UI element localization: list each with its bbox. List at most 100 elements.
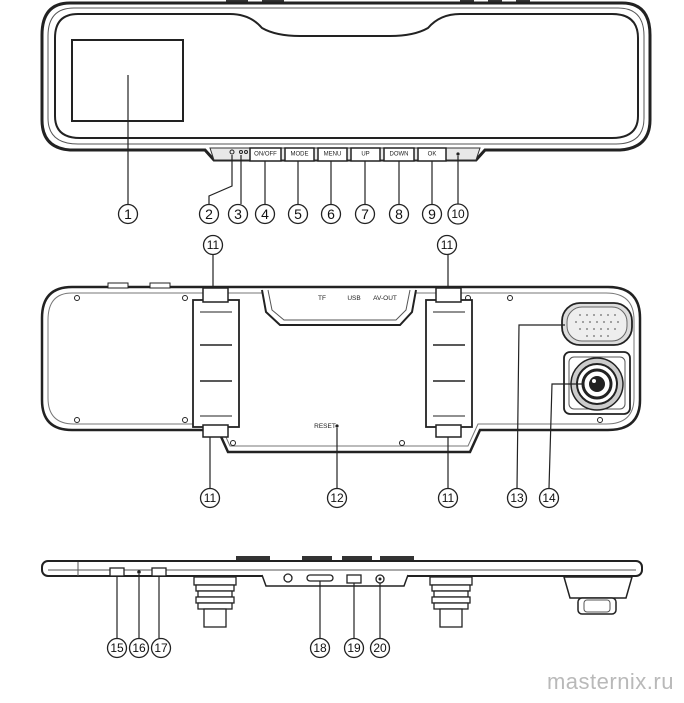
svg-text:12: 12 <box>330 491 344 505</box>
port-housing <box>261 574 409 587</box>
back-tab <box>107 282 129 289</box>
callout-6: 6 <box>320 203 342 225</box>
usb-port[interactable] <box>346 574 362 584</box>
button-label: UP <box>361 152 369 158</box>
svg-text:20: 20 <box>373 641 387 655</box>
center-housing <box>261 289 417 326</box>
svg-text:17: 17 <box>154 641 168 655</box>
bottom-view: 15 16 17 18 19 20 <box>41 556 643 659</box>
reset-hole[interactable] <box>335 424 339 428</box>
mounting-strap-left <box>192 287 240 438</box>
button-up[interactable]: UP <box>350 147 381 162</box>
callout-20: 20 <box>369 637 391 659</box>
button-label: ON/OFF <box>254 152 277 158</box>
callout-17: 17 <box>150 637 172 659</box>
svg-text:11: 11 <box>204 491 217 505</box>
svg-text:11: 11 <box>441 238 454 252</box>
leader-lines-bottom <box>116 574 381 638</box>
mounting-strap-right <box>425 287 473 438</box>
leader-lines-front <box>127 75 459 204</box>
callout-11-bottom-left: 11 <box>199 487 221 509</box>
side-button[interactable] <box>151 567 167 577</box>
led-indicator <box>229 149 235 155</box>
callout-10: 10 <box>447 203 469 225</box>
callout-7: 7 <box>354 203 376 225</box>
svg-text:18: 18 <box>313 641 327 655</box>
back-body <box>40 285 642 454</box>
usb-port-label: USB <box>347 295 360 302</box>
svg-text:16: 16 <box>132 641 146 655</box>
av-out-port-label: AV-OUT <box>373 295 397 302</box>
callout-1: 1 <box>117 203 139 225</box>
svg-text:7: 7 <box>361 206 369 222</box>
svg-text:1: 1 <box>124 206 132 222</box>
center-housing-inner <box>267 289 411 321</box>
bottom-tab <box>302 556 332 562</box>
back-tab <box>149 282 171 289</box>
callout-15: 15 <box>106 637 128 659</box>
callout-9: 9 <box>421 203 443 225</box>
button-ok[interactable]: OK <box>417 147 447 162</box>
callout-8: 8 <box>388 203 410 225</box>
microphone-hole <box>456 152 460 156</box>
button-on-off[interactable]: ON/OFF <box>249 147 282 162</box>
svg-text:4: 4 <box>261 206 269 222</box>
callout-2: 2 <box>198 203 220 225</box>
callout-19: 19 <box>343 637 365 659</box>
strap-mount-left <box>193 576 237 628</box>
led-indicator <box>244 150 248 154</box>
callout-11-bottom-right: 11 <box>437 487 459 509</box>
svg-text:13: 13 <box>510 491 524 505</box>
svg-text:6: 6 <box>327 206 335 222</box>
callout-4: 4 <box>254 203 276 225</box>
reset-label: RESET <box>314 423 336 430</box>
speaker-grille <box>561 302 633 346</box>
callout-18: 18 <box>309 637 331 659</box>
svg-text:8: 8 <box>395 206 403 222</box>
bottom-tab <box>236 556 270 562</box>
button-mode[interactable]: MODE <box>284 147 315 162</box>
button-label: MENU <box>324 152 342 158</box>
svg-text:2: 2 <box>205 206 213 222</box>
strap-mount-right <box>429 576 473 628</box>
button-menu[interactable]: MENU <box>317 147 348 162</box>
svg-text:15: 15 <box>110 641 124 655</box>
svg-text:14: 14 <box>542 491 556 505</box>
callout-11-top-left: 11 <box>202 234 224 256</box>
callout-16: 16 <box>128 637 150 659</box>
back-view: TF USB AV-OUT RESET <box>40 234 642 509</box>
svg-text:5: 5 <box>294 206 302 222</box>
svg-text:3: 3 <box>234 206 242 222</box>
mirror-panel <box>54 13 639 139</box>
svg-text:11: 11 <box>207 238 220 252</box>
callout-3: 3 <box>227 203 249 225</box>
callout-5: 5 <box>287 203 309 225</box>
bottom-tab <box>380 556 414 562</box>
svg-text:9: 9 <box>428 206 436 222</box>
tf-card-slot[interactable] <box>306 574 334 582</box>
led-indicator <box>239 150 243 154</box>
bottom-body <box>41 560 643 577</box>
button-label: OK <box>428 152 437 158</box>
svg-text:11: 11 <box>442 491 455 505</box>
back-rim <box>47 292 635 447</box>
callout-11-top-right: 11 <box>436 234 458 256</box>
callout-12: 12 <box>326 487 348 509</box>
lens-protrusion <box>563 576 633 615</box>
side-button[interactable] <box>109 567 125 577</box>
camera-lens <box>563 351 631 415</box>
svg-text:10: 10 <box>451 207 465 221</box>
callout-14: 14 <box>538 487 560 509</box>
bottom-tab <box>342 556 372 562</box>
button-label: DOWN <box>390 152 409 158</box>
button-label: MODE <box>291 152 309 158</box>
front-view: ON/OFF MODE MENU UP DOWN OK <box>40 0 652 225</box>
callout-13: 13 <box>506 487 528 509</box>
leader-lines-back <box>209 254 584 489</box>
svg-text:19: 19 <box>347 641 361 655</box>
mirror-rim <box>47 7 645 145</box>
watermark: masternix.ru <box>546 669 674 694</box>
tf-slot-label: TF <box>318 295 326 302</box>
button-down[interactable]: DOWN <box>383 147 415 162</box>
